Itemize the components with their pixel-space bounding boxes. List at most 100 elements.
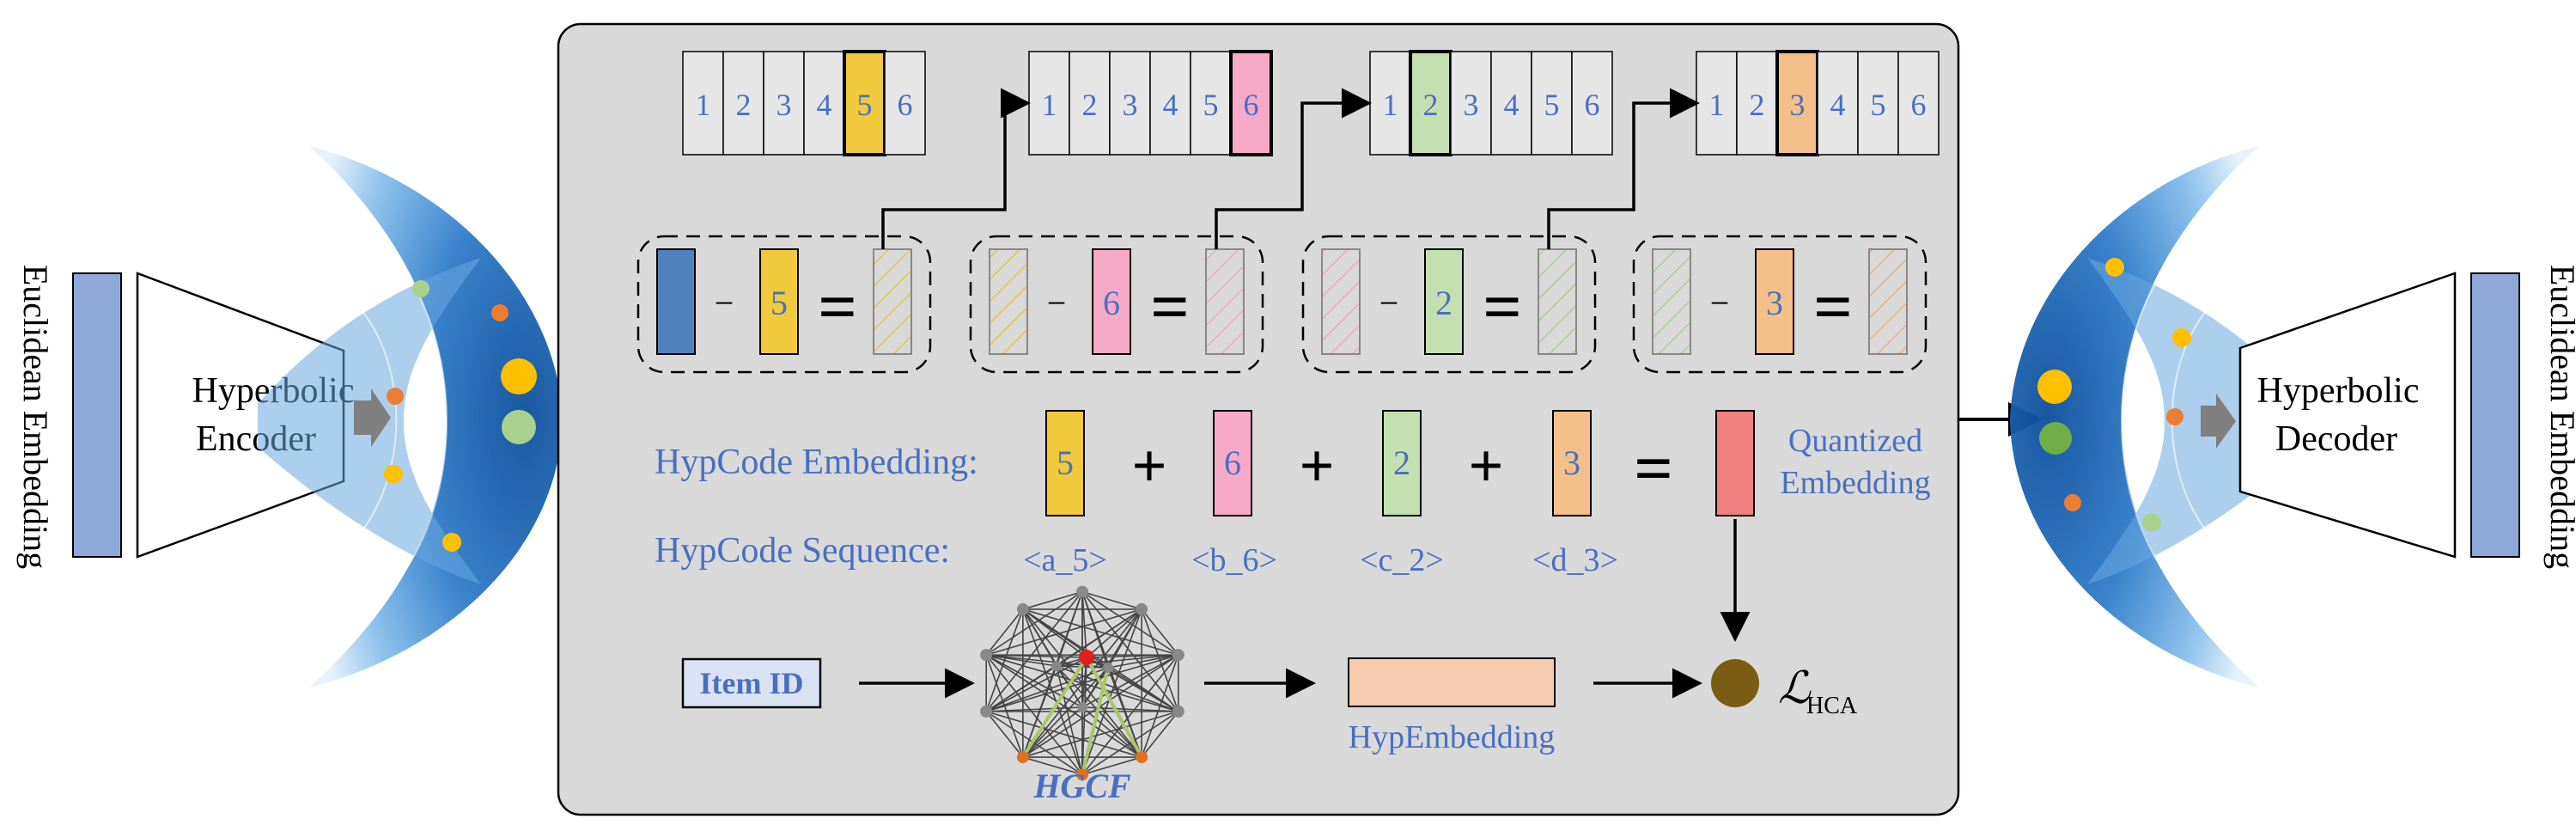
codeword-label: 2 xyxy=(1435,284,1452,322)
hypcode-embedding-row: 5+6+2+3= xyxy=(1045,410,1673,516)
codebook-3-cell-label: 1 xyxy=(1383,88,1398,122)
loss-node xyxy=(1711,659,1759,707)
decoder-label-line1: Hyperbolic xyxy=(2257,371,2420,411)
graph-highlight-edge xyxy=(1085,657,1143,759)
hypcode-vector-4 xyxy=(1552,410,1592,516)
quantized-embedding-label-line2: Embedding xyxy=(1780,465,1930,501)
graph-edge xyxy=(985,608,1024,656)
codebook-2-cell-label: 5 xyxy=(1203,88,1219,122)
codebook-2-cell-label: 2 xyxy=(1082,88,1098,122)
codebook-4-cell-label: 1 xyxy=(1709,88,1725,122)
codebook-1-cell xyxy=(763,51,805,156)
graph-edge xyxy=(1107,654,1178,669)
decoder-arrow-icon xyxy=(2201,394,2236,449)
minus-sign: − xyxy=(715,284,734,322)
residual-output-vector xyxy=(873,248,912,355)
graph-node xyxy=(1136,751,1148,764)
graph-node xyxy=(1076,585,1088,598)
residual-dashed-box xyxy=(1632,235,1927,374)
graph-edge xyxy=(1081,590,1142,610)
hypcode-sequence-label: HypCode Sequence: xyxy=(655,531,950,571)
codebook-3-cell xyxy=(1571,51,1613,156)
graph-edge xyxy=(1022,590,1083,610)
graph-node xyxy=(980,649,993,662)
left-euclidean-embedding-label: Euclidean Embedding xyxy=(16,265,55,569)
residual-input-vector xyxy=(1321,248,1361,355)
graph-edge xyxy=(1081,706,1142,758)
graph-edge xyxy=(1081,654,1179,775)
codebook-1-cell-label: 2 xyxy=(736,88,752,122)
quantized-embedding-box xyxy=(1715,410,1755,516)
hypembedding-label: HypEmbedding xyxy=(1349,719,1556,755)
hypcode-vector-label: 5 xyxy=(1057,443,1074,482)
graph-edge xyxy=(985,608,1142,656)
codebook-3-cell xyxy=(1450,51,1492,156)
graph-node xyxy=(1136,602,1148,615)
graph-node xyxy=(1016,751,1029,764)
residual-input-vector xyxy=(1652,248,1691,355)
graph-edge xyxy=(985,654,1083,775)
graph-edge xyxy=(1022,665,1057,758)
graph-edge xyxy=(986,654,1087,658)
codebook-4-cell xyxy=(1897,51,1940,156)
codebook-3-cell-label: 3 xyxy=(1464,88,1479,122)
graph-highlight-edge xyxy=(1081,667,1110,775)
hypcode-vector-1 xyxy=(1045,410,1085,516)
codebook-1-cell xyxy=(722,51,764,156)
hyperbolic-decoder-trapezoid xyxy=(2238,272,2457,559)
graph-edge xyxy=(1081,657,1087,708)
codebook-3-cell xyxy=(1531,51,1573,156)
graph-edge xyxy=(986,654,1109,669)
right-euclidean-embedding-label: Euclidean Embedding xyxy=(2543,265,2576,569)
right-embedding-points xyxy=(2037,258,2191,532)
codebook-1-cell-label: 3 xyxy=(776,88,792,122)
residual-dashed-box xyxy=(636,235,932,374)
residual-input-vector xyxy=(989,248,1028,355)
codebook-2-cell xyxy=(1109,51,1151,156)
quantized-embedding-label-line1: Quantized xyxy=(1788,423,1922,459)
graph-node xyxy=(1172,705,1184,718)
graph-node xyxy=(1103,663,1113,673)
left-embedding-points xyxy=(384,280,537,552)
graph-edge xyxy=(1141,608,1179,656)
residual-step-1: −5= xyxy=(636,235,932,374)
hgcf-label: HGCF xyxy=(1032,767,1131,805)
hypcode-vector-label: 2 xyxy=(1393,443,1410,482)
graph-edge xyxy=(985,608,1024,712)
minus-sign: − xyxy=(1379,284,1399,322)
codebook-3-selected-cell xyxy=(1409,50,1452,156)
plus-sign: + xyxy=(1299,431,1334,500)
codebook-3-cell-label: 2 xyxy=(1423,88,1439,122)
residual-step-2: −6= xyxy=(969,235,1264,374)
graph-edge xyxy=(1141,711,1179,758)
graph-edge xyxy=(985,654,1024,758)
codeword-vector xyxy=(1424,248,1464,355)
graph-node xyxy=(1051,661,1062,671)
residual-output-vector xyxy=(1868,248,1908,355)
graph-node xyxy=(1079,650,1094,665)
loss-symbol: ℒ xyxy=(1778,664,1812,713)
graph-edge xyxy=(985,711,1024,758)
graph-node xyxy=(1076,768,1088,781)
graph-edge xyxy=(986,706,1083,712)
residual3-to-codebook4-arrow xyxy=(1547,88,1700,249)
graph-edge xyxy=(985,591,1083,712)
graph-edge xyxy=(1056,591,1083,667)
graph-edge xyxy=(1086,608,1142,658)
graph-edge xyxy=(1081,657,1087,775)
graph-edge xyxy=(1107,667,1142,758)
plus-sign: + xyxy=(1468,431,1503,500)
codebook-1-cell xyxy=(884,51,926,156)
equals-sign: = xyxy=(1483,270,1522,345)
residual-step-4: −3= xyxy=(1632,235,1927,374)
sequence-token-3: <c_2> xyxy=(1360,542,1444,578)
sequence-token-1: <a_5> xyxy=(1023,542,1107,578)
hypcode-vector-2 xyxy=(1213,410,1252,516)
loss-subscript: HCA xyxy=(1806,693,1858,719)
residual-output-vector xyxy=(1538,248,1577,355)
graph-edge xyxy=(985,711,1083,776)
